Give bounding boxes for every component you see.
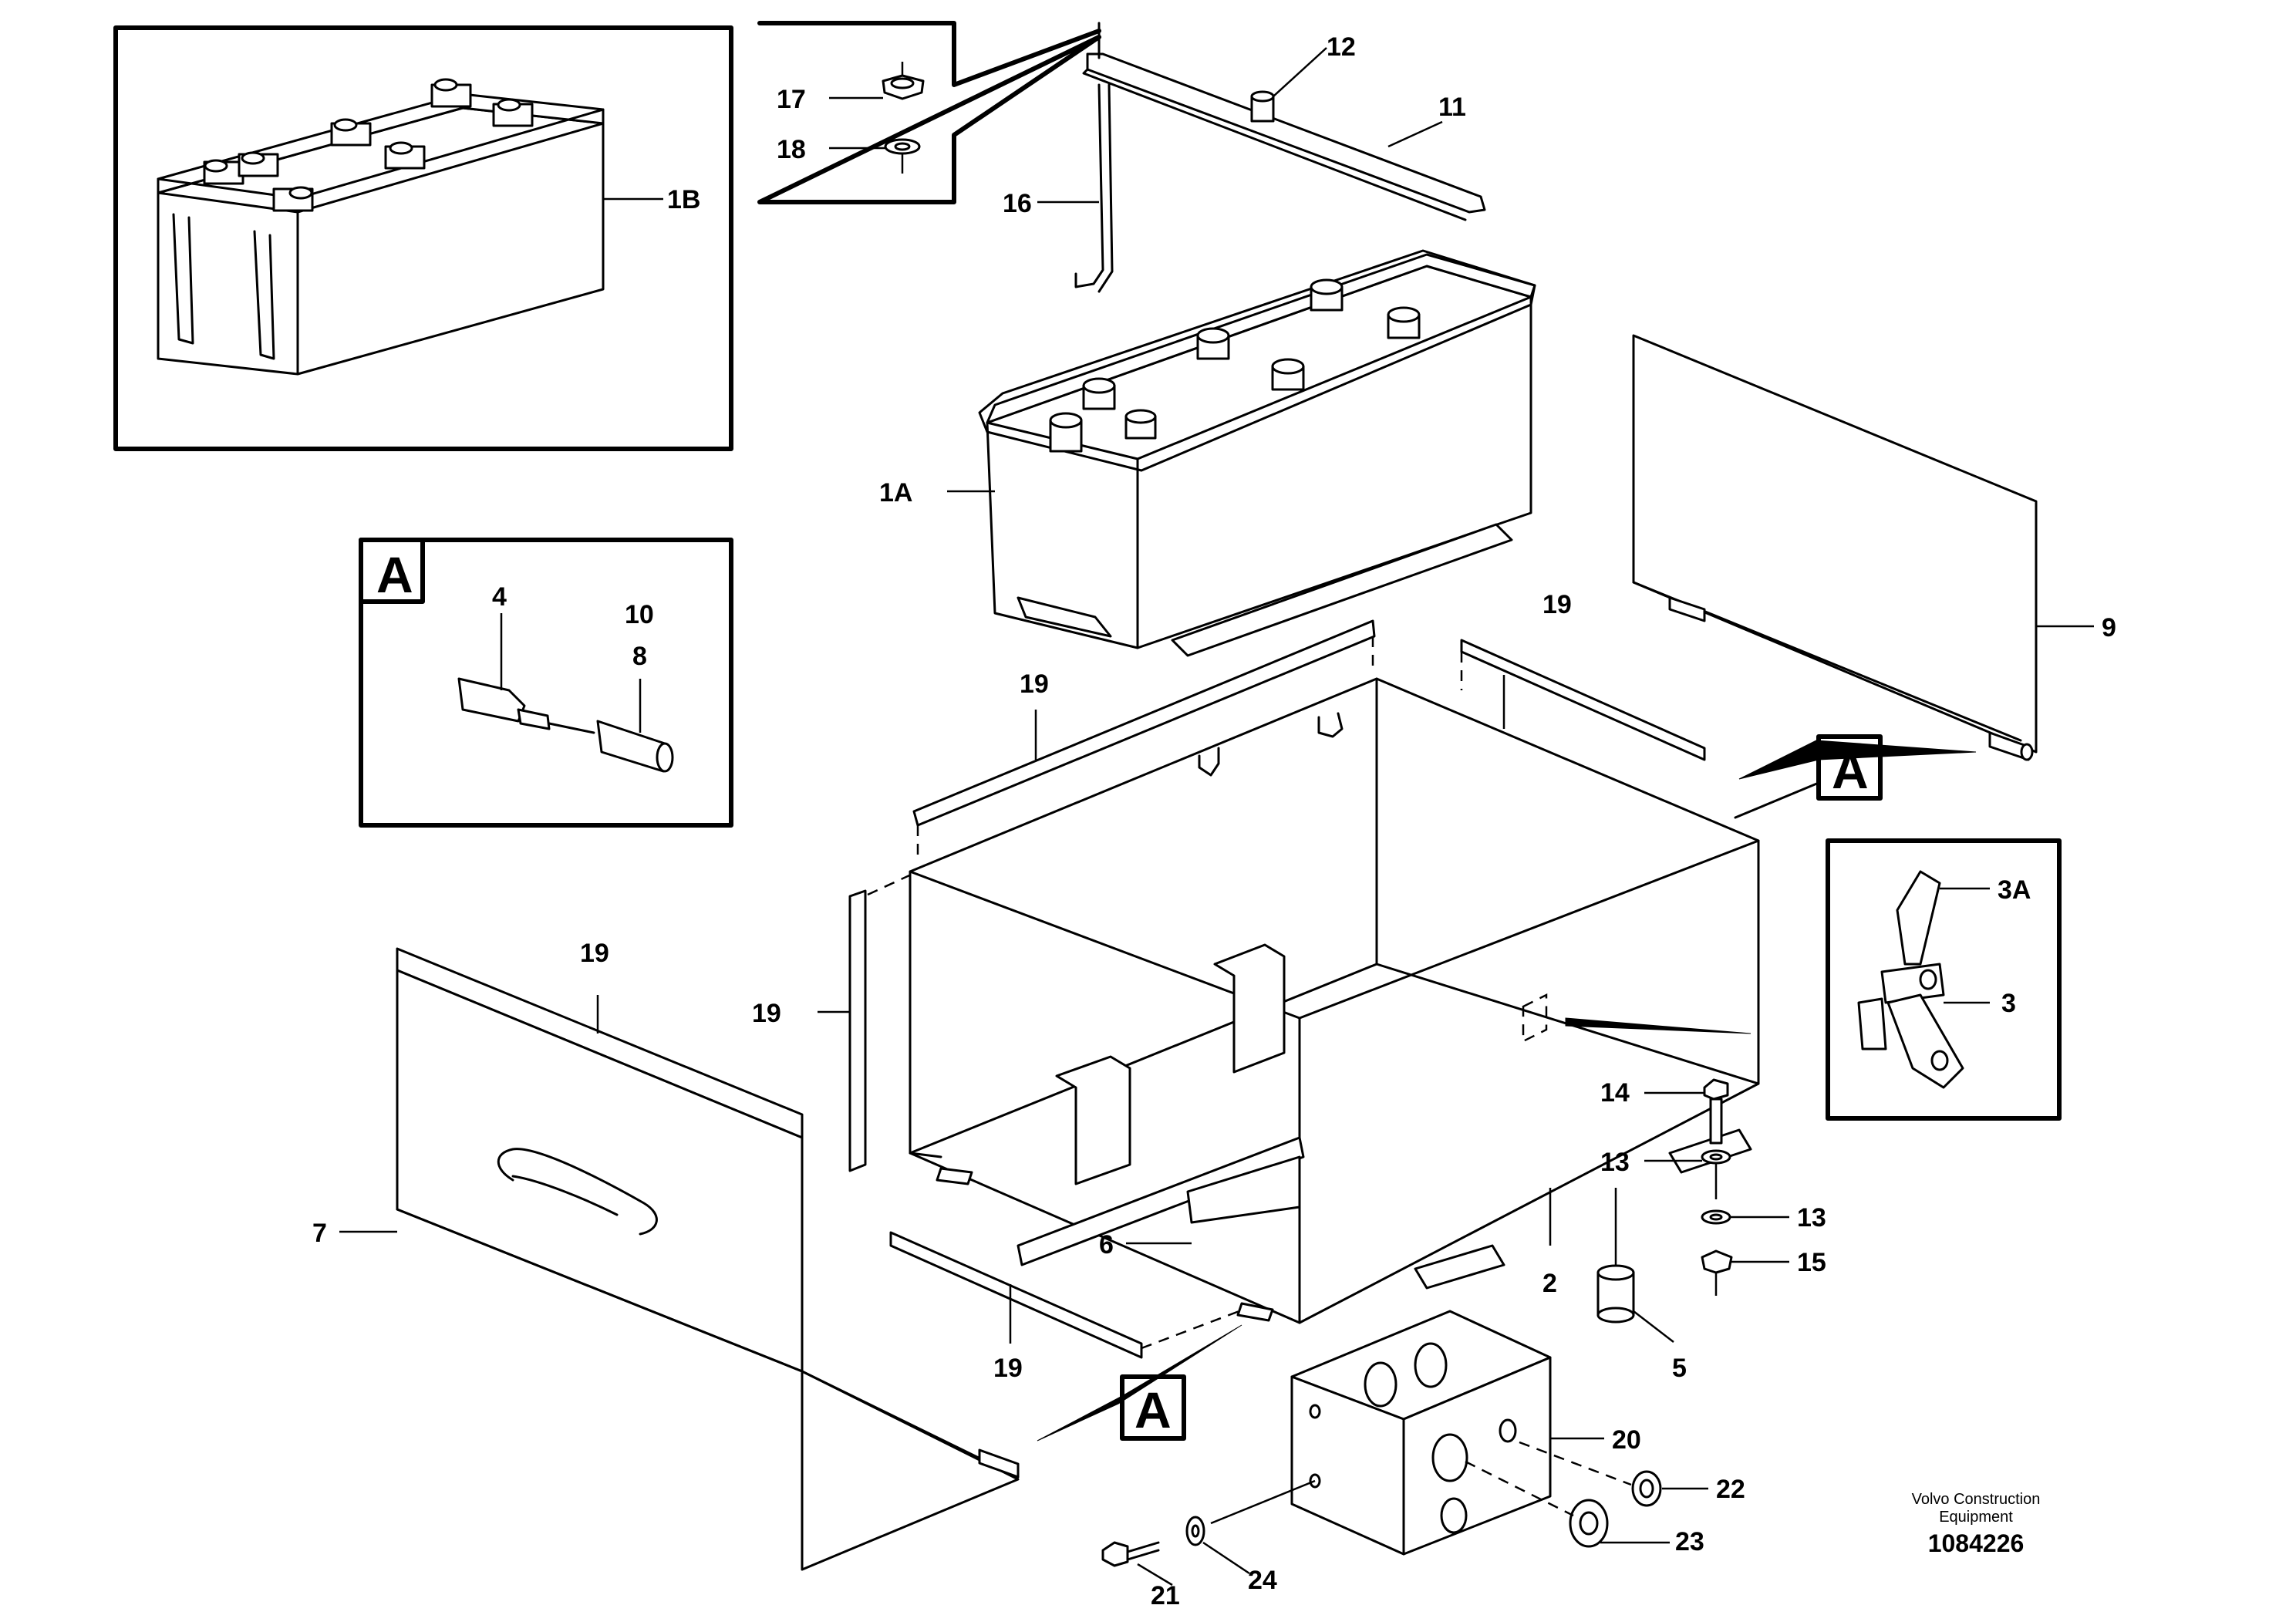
inset-nut-washer [757, 21, 1101, 204]
callout-a-bottom: A [1135, 1381, 1172, 1438]
callout-1b: 1B [667, 185, 700, 214]
seal-strips-19 [396, 619, 1706, 1359]
callout-7: 7 [312, 1219, 327, 1248]
callout-20: 20 [1612, 1425, 1641, 1455]
detail-ref-a-bottom-box [1120, 1374, 1186, 1441]
callout-6: 6 [1099, 1230, 1114, 1259]
callout-16: 16 [1003, 189, 1032, 218]
callout-5: 5 [1672, 1354, 1687, 1383]
pointer-a-right [1734, 781, 1820, 819]
callout-22: 22 [1716, 1475, 1745, 1504]
inset-hinge-pins [359, 538, 733, 828]
callout-19-left: 19 [752, 999, 781, 1028]
front-cover-7 [339, 969, 1242, 1571]
callout-21: 21 [1151, 1581, 1180, 1610]
callout-9: 9 [2102, 613, 2116, 642]
hold-down-bracket [1037, 22, 1486, 293]
inset-battery-1b [113, 25, 733, 451]
cover-9 [1632, 334, 2094, 780]
box-fasteners [1596, 1078, 1789, 1343]
callout-14: 14 [1600, 1078, 1630, 1108]
inset-latch [1826, 838, 2062, 1121]
callout-1a: 1A [879, 478, 912, 508]
callout-2: 2 [1542, 1269, 1557, 1298]
callout-15: 15 [1797, 1248, 1826, 1277]
callout-19-right: 19 [1542, 590, 1572, 619]
callout-13-lower: 13 [1797, 1203, 1826, 1233]
callout-24: 24 [1248, 1566, 1277, 1595]
callout-19-bottom: 19 [993, 1354, 1023, 1383]
callout-10: 10 [625, 600, 654, 629]
callout-13-upper: 13 [1600, 1148, 1630, 1177]
callout-18: 18 [777, 135, 806, 164]
footer-brand-line1: Volvo Construction [1912, 1491, 2041, 1508]
battery-terminals [203, 78, 534, 212]
callout-19-cover: 19 [580, 939, 609, 968]
callout-3: 3 [2001, 989, 2016, 1018]
callout-23: 23 [1675, 1527, 1704, 1556]
callout-12: 12 [1327, 32, 1356, 62]
callout-a-right: A [1832, 742, 1869, 799]
callout-a-inset: A [376, 546, 413, 603]
callout-8: 8 [632, 642, 647, 671]
junction-box-20 [1101, 1310, 1708, 1587]
callout-19-top: 19 [1020, 669, 1049, 699]
footer-drawing-number: 1084226 [1928, 1529, 2025, 1557]
callout-17: 17 [777, 85, 806, 114]
callout-3a: 3A [1998, 875, 2031, 905]
footer-brand-line2: Equipment [1939, 1509, 2013, 1526]
detail-ref-a-right-box [1816, 734, 1883, 801]
callout-4: 4 [492, 582, 507, 612]
callout-11: 11 [1438, 93, 1466, 122]
battery-1a [947, 249, 1536, 657]
battery-box-2 [909, 677, 1760, 1324]
